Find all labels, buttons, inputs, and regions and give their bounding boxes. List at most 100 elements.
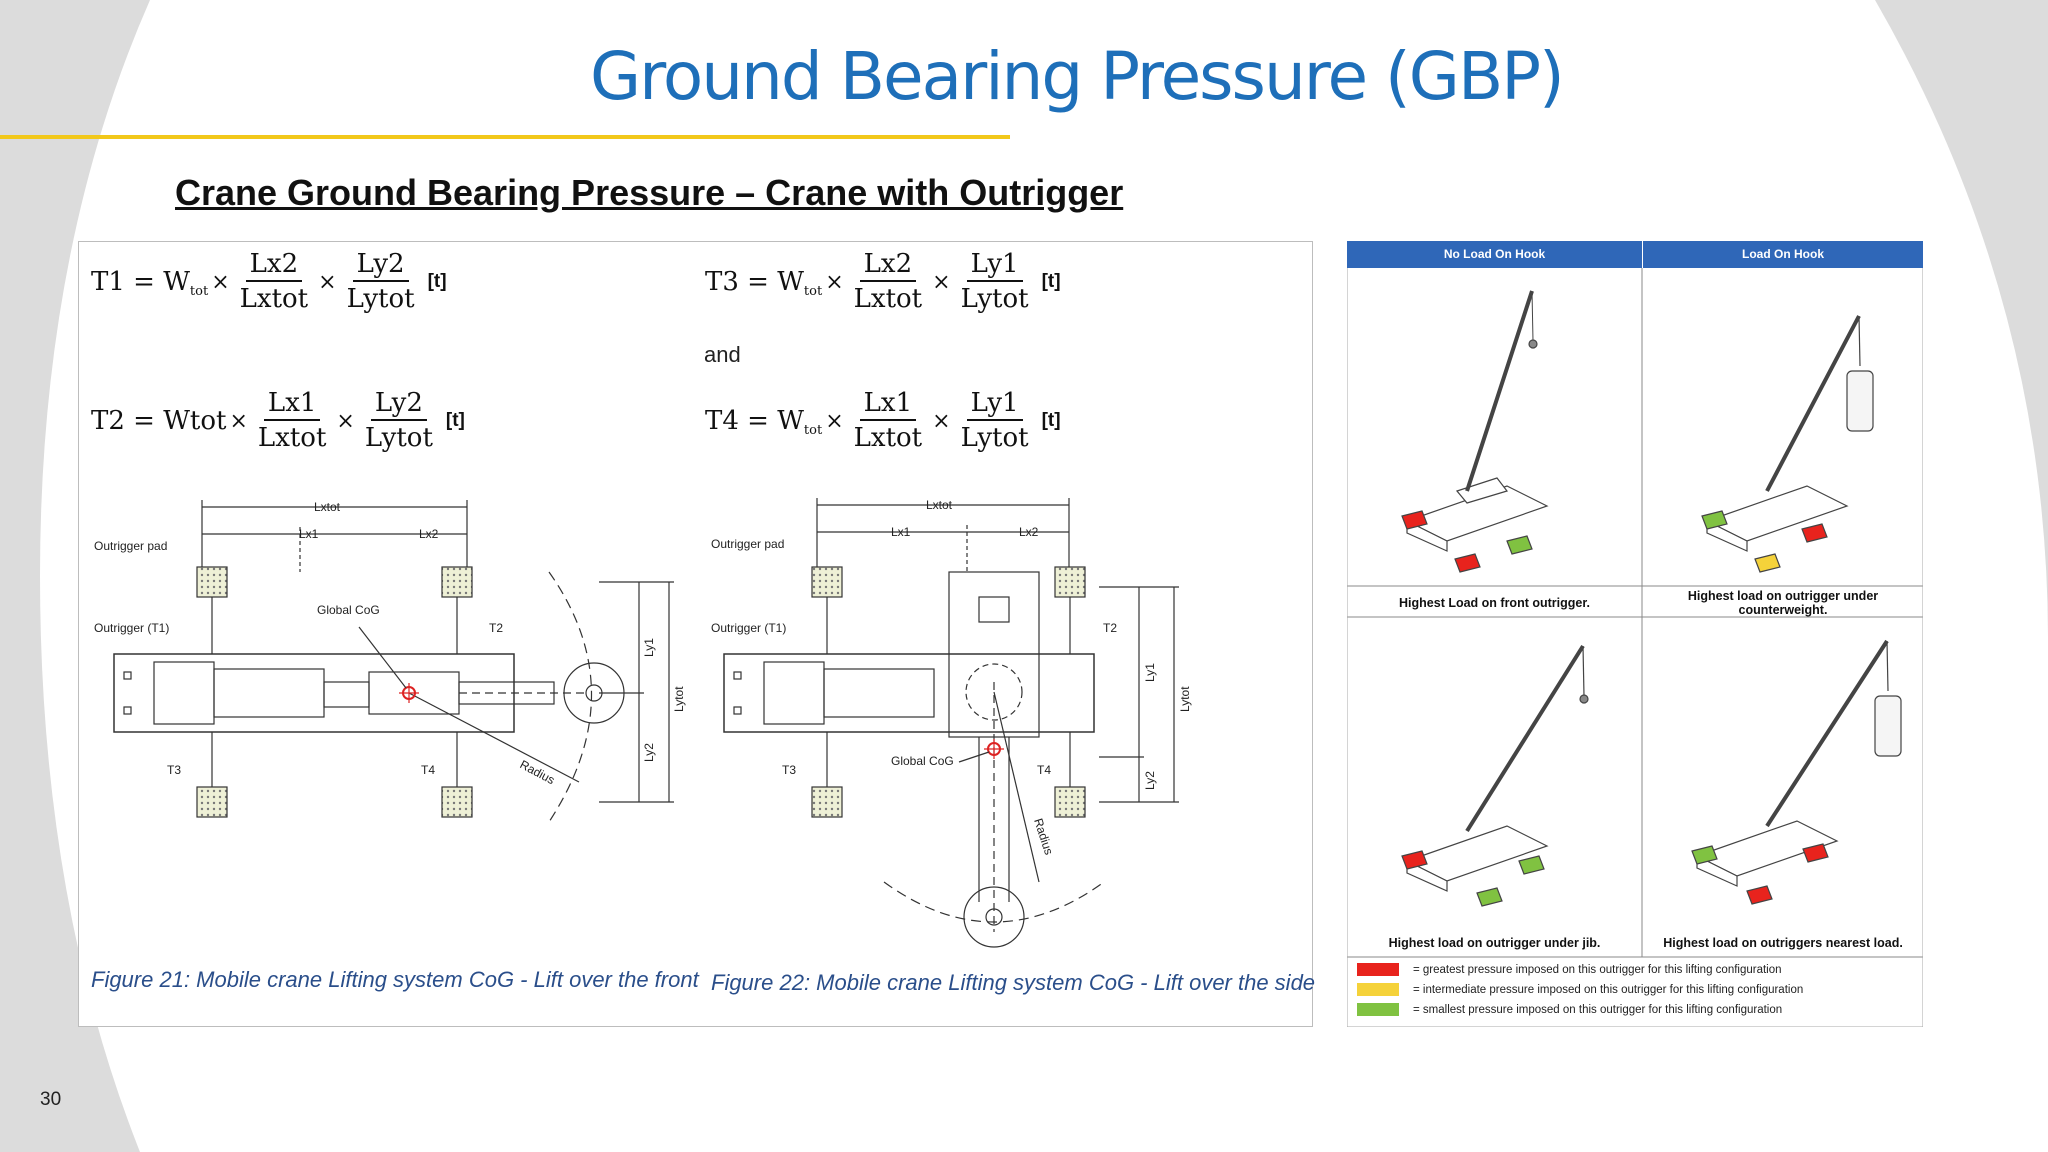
formula-lhs: T1 = W <box>91 267 190 297</box>
figure22-labels: Lxtot Lx1 Lx2 Outrigger pad Outrigger (T… <box>711 498 1192 856</box>
legend-row-greatest: = greatest pressure imposed on this outr… <box>1357 963 1782 976</box>
label-outrigger-t1: Outrigger (T1) <box>94 621 169 635</box>
formula-lhs: T3 = W <box>705 267 804 297</box>
crane-illustration-1 <box>1401 290 1549 573</box>
times-sign: × <box>932 408 951 434</box>
legend-row-smallest: = smallest pressure imposed on this outr… <box>1357 1003 1782 1016</box>
table-header-no-load: No Load On Hook <box>1347 241 1642 268</box>
label-global-cog: Global CoG <box>891 754 954 768</box>
fraction-numerator: Lx1 <box>263 387 321 421</box>
crane-illustrations <box>1347 268 1923 1027</box>
label-lytot: Lytot <box>672 686 686 712</box>
fraction-denominator: Lxtot <box>853 423 923 453</box>
slide-title: Ground Bearing Pressure (GBP) <box>590 38 1565 115</box>
fraction-denominator: Lxtot <box>239 284 309 314</box>
fraction-numerator: Ly1 <box>966 387 1023 421</box>
figure22-caption: Figure 22: Mobile crane Lifting system C… <box>711 970 1316 995</box>
label-t2: T2 <box>1103 621 1117 635</box>
times-sign: × <box>318 269 337 295</box>
label-lx2: Lx2 <box>419 527 439 541</box>
crane-illustration-2 <box>1701 315 1874 573</box>
legend-row-intermediate: = intermediate pressure imposed on this … <box>1357 983 1803 996</box>
label-radius: Radius <box>518 757 558 787</box>
label-lx1: Lx1 <box>891 525 911 539</box>
page-number: 30 <box>40 1089 62 1110</box>
legend-text: = intermediate pressure imposed on this … <box>1413 983 1804 996</box>
label-lytot: Lytot <box>1178 686 1192 712</box>
cell-caption-2: Highest load on outrigger under counterw… <box>1687 589 1879 617</box>
figure21-diagram <box>113 500 674 823</box>
label-ly1: Ly1 <box>642 638 656 657</box>
cell-caption-3: Highest load on outrigger under jib. <box>1388 936 1601 950</box>
crane-illustration-3 <box>1401 644 1589 907</box>
legend-text: = smallest pressure imposed on this outr… <box>1413 1003 1783 1016</box>
slide-subtitle: Crane Ground Bearing Pressure – Crane wi… <box>175 172 1124 213</box>
formula-subscript: tot <box>803 283 823 299</box>
label-t4: T4 <box>421 763 435 777</box>
fraction-numerator: Lx1 <box>859 387 917 421</box>
label-lx1: Lx1 <box>299 527 319 541</box>
label-ly2: Ly2 <box>1143 771 1157 790</box>
label-t3: T3 <box>167 763 181 777</box>
formula-subscript: tot <box>803 422 823 438</box>
label-global-cog: Global CoG <box>317 603 380 617</box>
label-t3: T3 <box>782 763 796 777</box>
label-radius: Radius <box>1031 817 1056 857</box>
fraction-denominator: Lytot <box>364 423 433 453</box>
fraction-denominator: Lytot <box>960 284 1029 314</box>
fraction-denominator: Lytot <box>346 284 415 314</box>
fraction-denominator: Lxtot <box>257 423 327 453</box>
formula-lhs: T2 = Wtot <box>91 406 227 436</box>
cell-caption-4: Highest load on outriggers nearest load. <box>1663 936 1903 950</box>
fraction-denominator: Lytot <box>960 423 1029 453</box>
label-t4: T4 <box>1037 763 1051 777</box>
crane-illustration-4 <box>1691 639 1902 905</box>
crane-plan-diagrams: Lxtot Lx1 Lx2 Outrigger pad Outrigger (T… <box>94 498 1192 948</box>
label-lxtot: Lxtot <box>314 500 341 514</box>
fraction-numerator: Ly2 <box>352 248 409 282</box>
figure21-caption: Figure 21: Mobile crane Lifting system C… <box>91 967 699 992</box>
fraction-numerator: Ly2 <box>370 387 427 421</box>
legend-text: = greatest pressure imposed on this outr… <box>1413 963 1782 976</box>
outrigger-load-table: No Load On Hook Load On Hook <box>1347 241 1923 1027</box>
figure22-diagram <box>723 498 1179 948</box>
and-connector-text: and <box>704 342 741 367</box>
times-sign: × <box>336 408 355 434</box>
formula-lhs: T4 = W <box>705 406 804 436</box>
figure21-labels: Lxtot Lx1 Lx2 Outrigger pad Outrigger (T… <box>94 500 686 787</box>
title-underline-rule <box>0 135 1010 139</box>
legend-swatch-yellow <box>1357 983 1399 996</box>
unit-label: [t] <box>427 271 447 292</box>
formula-subscript: tot <box>189 283 209 299</box>
label-lx2: Lx2 <box>1019 525 1039 539</box>
label-lxtot: Lxtot <box>926 498 953 512</box>
cell-caption-1: Highest Load on front outrigger. <box>1399 596 1590 610</box>
legend-swatch-red <box>1357 963 1399 976</box>
times-sign: × <box>932 269 951 295</box>
label-ly2: Ly2 <box>642 743 656 762</box>
fraction-numerator: Ly1 <box>966 248 1023 282</box>
label-outrigger-t1: Outrigger (T1) <box>711 621 786 635</box>
unit-label: [t] <box>1041 410 1061 431</box>
legend-swatch-green <box>1357 1003 1399 1016</box>
fraction-numerator: Lx2 <box>859 248 917 282</box>
fraction-numerator: Lx2 <box>245 248 303 282</box>
label-outrigger-pad: Outrigger pad <box>711 537 784 551</box>
label-ly1: Ly1 <box>1143 663 1157 682</box>
label-outrigger-pad: Outrigger pad <box>94 539 167 553</box>
times-sign: × <box>229 408 248 434</box>
times-sign: × <box>211 269 230 295</box>
